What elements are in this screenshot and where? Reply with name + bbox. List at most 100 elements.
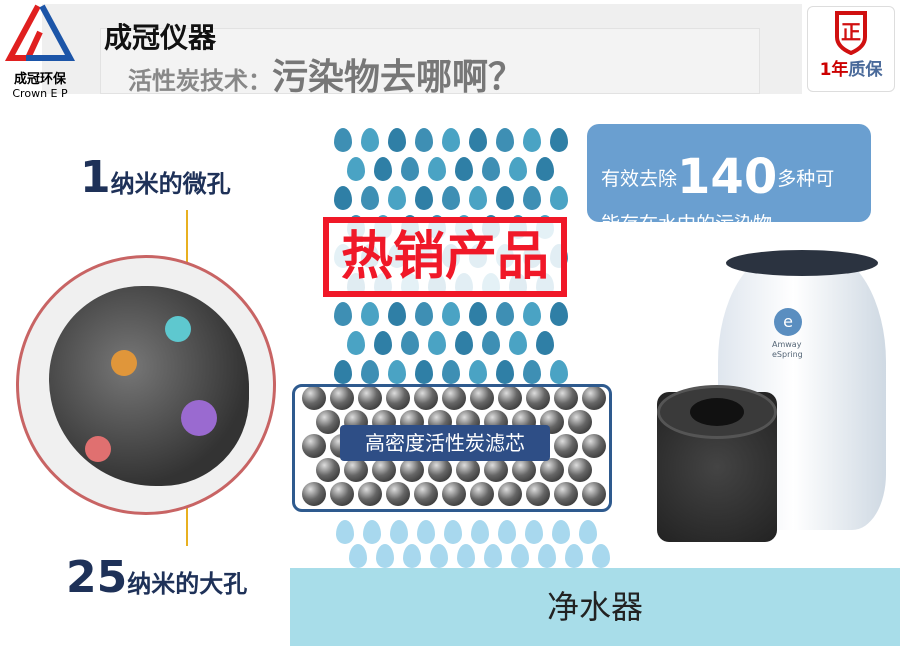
drop-icon xyxy=(550,186,568,210)
drop-icon xyxy=(511,544,529,568)
carbon-ball-icon xyxy=(442,386,466,410)
carbon-ball-icon xyxy=(498,386,522,410)
logo: 成冠环保 Crown E P xyxy=(4,2,76,100)
title-prefix: 活性炭技术： xyxy=(128,67,272,95)
drop-icon xyxy=(334,302,352,326)
cartridge-hole xyxy=(690,398,744,426)
carbon-ball-icon xyxy=(414,482,438,506)
carbon-ball-icon xyxy=(316,410,340,434)
drop-icon xyxy=(415,128,433,152)
drop-icon xyxy=(403,544,421,568)
drop-icon xyxy=(361,302,379,326)
drop-icon xyxy=(388,128,406,152)
page-title: 活性炭技术：污染物去哪啊？ xyxy=(128,48,524,100)
molecule-icon xyxy=(85,436,111,462)
header-inner xyxy=(100,28,760,94)
carbon-ball-icon xyxy=(568,458,592,482)
drop-icon xyxy=(498,520,516,544)
logo-triangle-icon xyxy=(4,4,76,61)
carbon-ball-icon xyxy=(484,458,508,482)
carbon-ball-icon xyxy=(302,434,326,458)
drop-icon xyxy=(496,302,514,326)
molecule-icon xyxy=(111,350,137,376)
drop-icon xyxy=(415,302,433,326)
drop-icon xyxy=(415,186,433,210)
drop-icon xyxy=(388,186,406,210)
drop-icon xyxy=(482,157,500,181)
carbon-ball-icon xyxy=(386,482,410,506)
carbon-ball-icon xyxy=(358,386,382,410)
drop-icon xyxy=(550,302,568,326)
drop-icon xyxy=(496,360,514,384)
drop-icon xyxy=(444,520,462,544)
hot-sale-stamp: 热销产品 xyxy=(323,217,567,297)
carbon-ball-icon xyxy=(582,434,606,458)
carbon-ball-icon xyxy=(526,386,550,410)
drop-icon xyxy=(455,157,473,181)
footer-bar: 净水器 xyxy=(290,568,900,646)
carbon-ball-icon xyxy=(344,458,368,482)
carbon-ball-icon xyxy=(400,458,424,482)
callout-box: 有效去除140多种可能存在水中的污染物 xyxy=(587,124,871,235)
carbon-ball-icon xyxy=(302,386,326,410)
drop-icon xyxy=(361,186,379,210)
drop-icon xyxy=(509,157,527,181)
drop-icon xyxy=(361,360,379,384)
micropore-label: 1纳米的微孔 xyxy=(80,152,231,203)
drop-icon xyxy=(565,544,583,568)
brand-title: 成冠仪器 xyxy=(104,21,217,54)
carbon-ball-icon xyxy=(554,482,578,506)
carbon-ball-icon xyxy=(428,458,452,482)
drop-icon xyxy=(550,128,568,152)
drop-icon xyxy=(469,360,487,384)
drop-icon xyxy=(363,520,381,544)
carbon-ball-icon xyxy=(330,482,354,506)
carbon-ball-icon xyxy=(470,386,494,410)
shield-icon: 正 xyxy=(835,11,867,56)
carbon-ball-icon xyxy=(442,482,466,506)
drop-icon xyxy=(442,360,460,384)
drop-icon xyxy=(469,186,487,210)
carbon-ball-icon xyxy=(512,458,536,482)
drop-icon xyxy=(347,157,365,181)
warranty-badge: 正 1年质保 xyxy=(807,6,895,92)
drop-icon xyxy=(401,331,419,355)
drop-icon xyxy=(442,128,460,152)
logo-subtext: Crown E P xyxy=(12,87,68,100)
carbon-ball-icon xyxy=(330,386,354,410)
logo-text: 成冠环保 xyxy=(13,72,66,87)
drop-icon xyxy=(550,360,568,384)
carbon-ball-icon xyxy=(372,458,396,482)
drop-icon xyxy=(334,186,352,210)
drop-icon xyxy=(496,128,514,152)
device-top xyxy=(726,250,878,276)
molecule-icon xyxy=(181,400,217,436)
drop-icon xyxy=(536,157,554,181)
drop-icon xyxy=(471,520,489,544)
carbon-magnified-circle xyxy=(16,255,276,515)
drop-icon xyxy=(523,128,541,152)
carbon-ball-icon xyxy=(316,458,340,482)
filter-box xyxy=(292,384,612,512)
macropore-label: 25纳米的大孔 xyxy=(66,552,248,603)
drop-icon xyxy=(455,331,473,355)
drop-icon xyxy=(401,157,419,181)
drop-icon xyxy=(388,302,406,326)
drop-icon xyxy=(579,520,597,544)
drop-icon xyxy=(496,186,514,210)
drop-icon xyxy=(538,544,556,568)
carbon-ball-icon xyxy=(498,482,522,506)
drop-icon xyxy=(469,128,487,152)
drop-icon xyxy=(469,302,487,326)
drop-icon xyxy=(374,157,392,181)
drop-icon xyxy=(442,186,460,210)
drop-icon xyxy=(349,544,367,568)
carbon-ball-icon xyxy=(456,458,480,482)
carbon-ball-icon xyxy=(526,482,550,506)
carbon-ball-icon xyxy=(470,482,494,506)
molecule-icon xyxy=(165,316,191,342)
drop-icon xyxy=(390,520,408,544)
carbon-ball-icon xyxy=(554,386,578,410)
drop-icon xyxy=(428,157,446,181)
drop-icon xyxy=(428,331,446,355)
